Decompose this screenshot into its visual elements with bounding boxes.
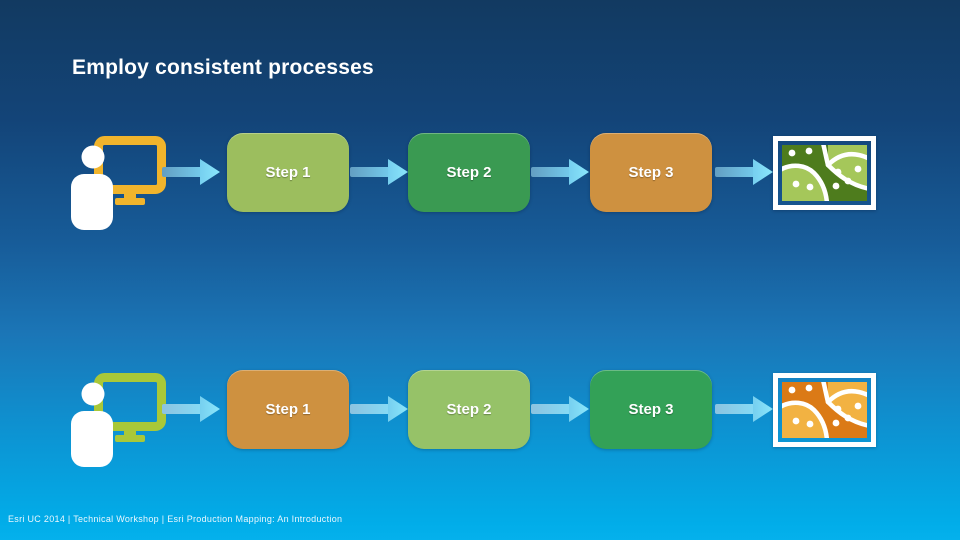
- flow-arrow-icon: [162, 396, 220, 422]
- step-box-2: Step 2: [408, 370, 530, 449]
- workstation-icon: [70, 372, 166, 468]
- step-box-3: Step 3: [590, 133, 712, 212]
- person-at-monitor-icon: [71, 136, 166, 230]
- flow-arrow-icon: [350, 159, 408, 185]
- step-box-3: Step 3: [590, 370, 712, 449]
- step-label: Step 1: [265, 401, 311, 418]
- step-box-2: Step 2: [408, 133, 530, 212]
- flow-arrow-icon: [162, 159, 220, 185]
- flow-arrow-icon: [531, 159, 589, 185]
- person-icon: [71, 145, 113, 230]
- map-icon: [782, 145, 867, 201]
- flow-arrow-icon: [715, 159, 773, 185]
- flow-arrow-icon: [531, 396, 589, 422]
- step-label: Step 2: [446, 164, 492, 181]
- map-thumbnail: [773, 373, 876, 447]
- step-label: Step 3: [628, 164, 674, 181]
- footer-text: Esri UC 2014 | Technical Workshop | Esri…: [8, 514, 343, 524]
- step-box-1: Step 1: [227, 370, 349, 449]
- step-box-1: Step 1: [227, 133, 349, 212]
- map-icon: [782, 382, 867, 438]
- step-label: Step 1: [265, 164, 311, 181]
- workstation-icon: [70, 135, 166, 231]
- flow-arrow-icon: [350, 396, 408, 422]
- process-row-1: Step 1 Step 2 Step 3: [0, 133, 960, 243]
- person-at-monitor-icon: [71, 373, 166, 467]
- flow-arrow-icon: [715, 396, 773, 422]
- process-row-2: Step 1 Step 2 Step 3: [0, 370, 960, 480]
- slide-title: Employ consistent processes: [72, 56, 374, 79]
- step-label: Step 3: [628, 401, 674, 418]
- map-thumbnail: [773, 136, 876, 210]
- person-icon: [71, 382, 113, 467]
- step-label: Step 2: [446, 401, 492, 418]
